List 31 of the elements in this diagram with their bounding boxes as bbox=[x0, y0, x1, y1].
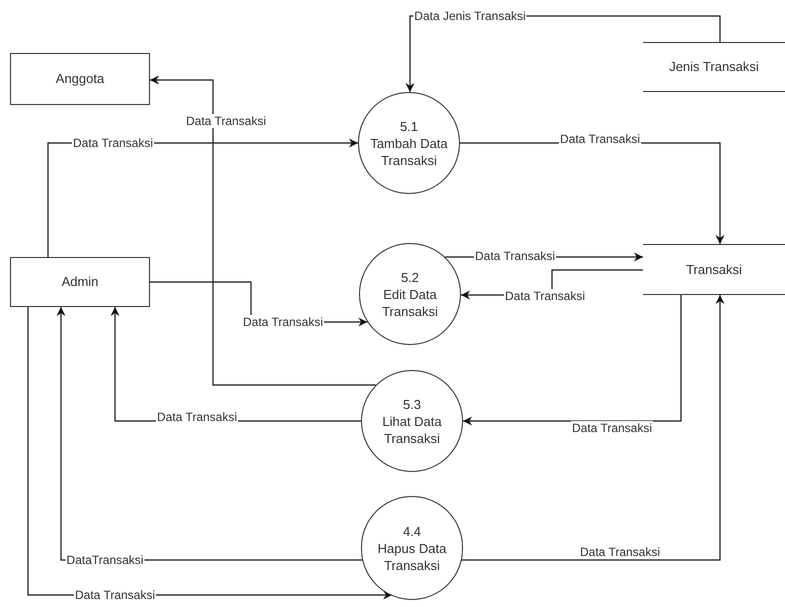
entity-box bbox=[10, 257, 150, 307]
edge-label: Data Transaksi bbox=[504, 289, 586, 303]
node-label: Admin bbox=[60, 273, 100, 292]
node-label: Jenis Transaksi bbox=[668, 58, 760, 76]
arrow bbox=[150, 76, 376, 386]
node-label: Anggota bbox=[54, 70, 106, 88]
edge-label: Data Transaksi bbox=[184, 114, 268, 128]
node-label: Hapus Data Transaksi bbox=[376, 540, 448, 574]
arrow bbox=[463, 295, 682, 426]
entity-box bbox=[10, 53, 150, 105]
node-label: Transaksi bbox=[685, 260, 743, 279]
process-number: 5.1 bbox=[398, 118, 420, 134]
data-store bbox=[643, 244, 785, 295]
process-number: 5.2 bbox=[400, 268, 420, 286]
process-number: 4.4 bbox=[402, 522, 422, 540]
process-number: 5.3 bbox=[402, 396, 422, 412]
data-store bbox=[643, 42, 785, 92]
edge-label: Data Transaksi bbox=[242, 315, 324, 329]
edge-label: Data Jenis Transaksi bbox=[413, 9, 527, 23]
node-label: Tambah Data Transaksi bbox=[369, 134, 449, 168]
edge-label: Data Transaksi bbox=[74, 588, 156, 602]
edge-label: Data Transaksi bbox=[558, 132, 642, 146]
edge-label: Data Transaksi bbox=[578, 545, 662, 559]
node-label: Edit Data Transaksi bbox=[381, 286, 439, 320]
edge-label: Data Transaksi bbox=[474, 249, 556, 263]
edge-label: Data Transaksi bbox=[156, 410, 238, 424]
arrow bbox=[462, 295, 724, 561]
edge-label: DataTransaksi bbox=[66, 553, 144, 567]
edge-label: Data Transaksi bbox=[72, 136, 154, 150]
edge-label: Data Transaksi bbox=[570, 421, 654, 435]
node-label: Lihat Data Transaksi bbox=[381, 412, 443, 446]
